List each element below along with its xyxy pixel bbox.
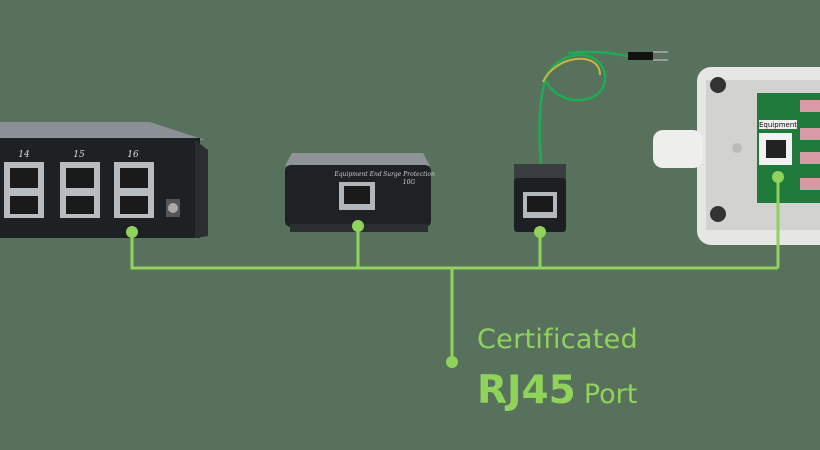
equipment-label: Equipment xyxy=(759,121,797,129)
surge-protection-label: Surge Protection xyxy=(383,171,435,178)
junction-box: Equipment xyxy=(653,67,820,245)
screw-icon xyxy=(732,143,742,153)
port-label: 14 xyxy=(18,150,30,160)
inline-surge-protector xyxy=(514,50,668,232)
equipment-end-label: Equipment End xyxy=(333,171,382,178)
connector-dot xyxy=(534,226,546,238)
connector-dot xyxy=(772,171,784,183)
surge-protector: Equipment End Surge Protection 10G xyxy=(285,153,435,232)
connector-dot xyxy=(446,356,458,368)
port-label: 16 xyxy=(127,150,139,160)
port-label: 15 xyxy=(73,150,85,160)
network-switch: 14 15 16 xyxy=(0,122,208,238)
caption-rj45: RJ45 xyxy=(477,368,576,413)
connector-dot xyxy=(352,220,364,232)
caption-port: Port xyxy=(583,379,638,410)
connector-dot xyxy=(126,226,138,238)
connector-lines xyxy=(130,177,780,362)
surge-protection-sub-label: 10G xyxy=(403,179,416,186)
caption-line1: Certificated xyxy=(477,324,638,355)
